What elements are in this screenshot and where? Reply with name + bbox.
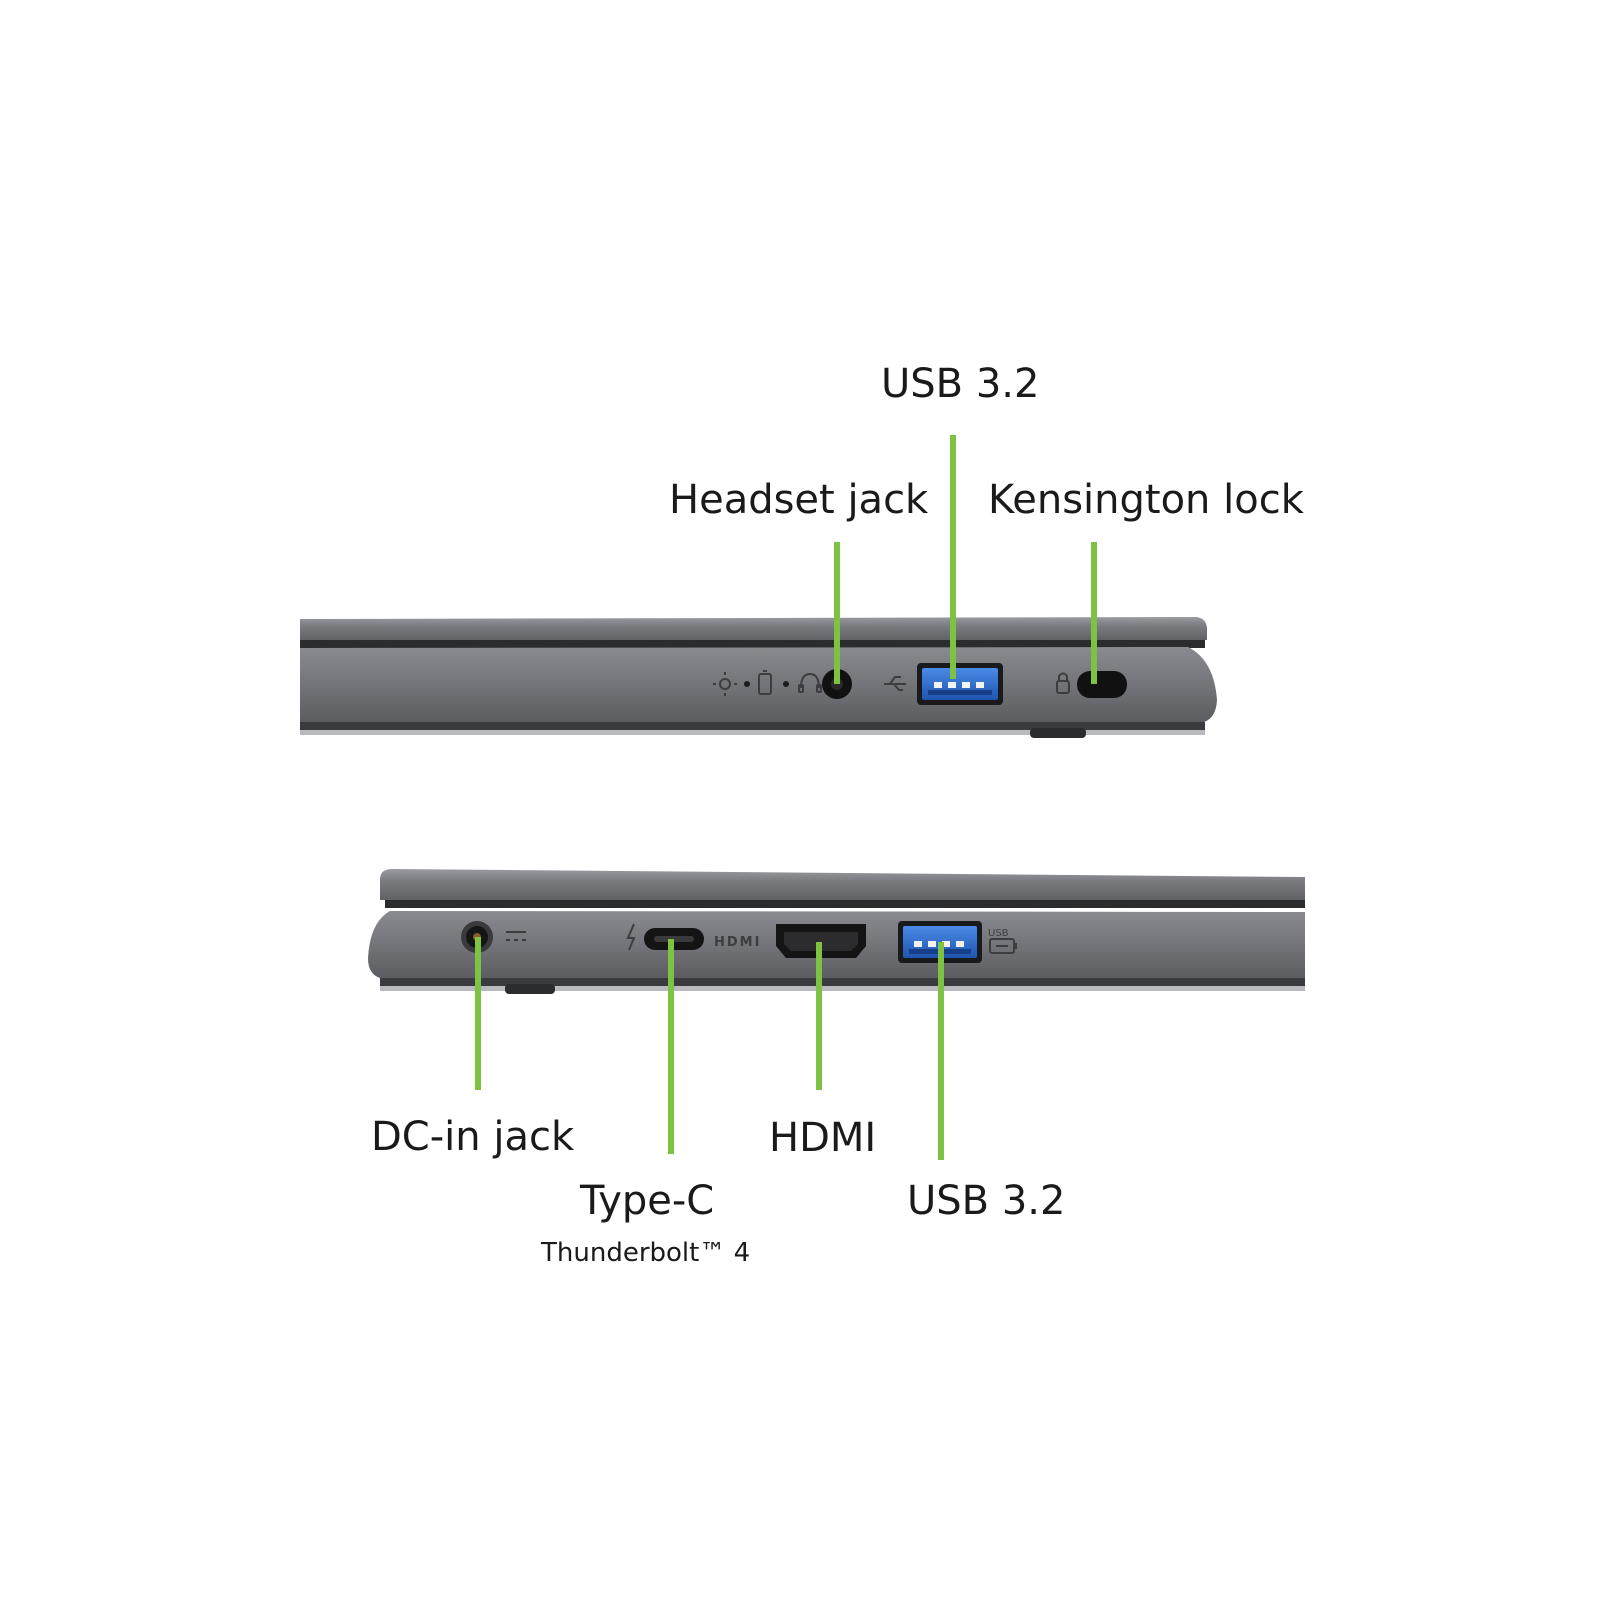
leader-hdmi (816, 942, 822, 1090)
leader-kensington-lock (1091, 542, 1097, 684)
usb-charging-icon: USB (988, 928, 1017, 954)
callout-usb-left: USB 3.2 (907, 1178, 1066, 1224)
leader-dc-in-jack (475, 937, 481, 1090)
hdmi-marking: HDMI (714, 935, 761, 950)
thunderbolt-icon (626, 923, 636, 951)
kensington-lock-slot (1077, 671, 1127, 698)
rubber-foot (1030, 728, 1086, 738)
battery-indicator-icon (758, 670, 772, 695)
callout-dc-in-jack: DC-in jack (371, 1114, 575, 1160)
callout-hdmi: HDMI (769, 1115, 877, 1161)
lid (380, 869, 1305, 902)
dc-power-icon (506, 931, 526, 941)
callout-type-c-subtitle: Thunderbolt™ 4 (541, 1238, 751, 1268)
lid-seam (385, 900, 1305, 908)
leader-type-c (668, 939, 674, 1154)
power-led (744, 681, 750, 687)
battery-led (783, 681, 789, 687)
callout-headset-jack: Headset jack (669, 477, 929, 523)
callout-usb-right: USB 3.2 (881, 361, 1040, 407)
usb-icon (884, 676, 906, 691)
leader-usb-right (950, 435, 956, 679)
lock-icon (1056, 672, 1070, 694)
svg-text:USB: USB (988, 928, 1009, 939)
leader-headset-jack (834, 542, 840, 684)
leader-usb-left (938, 942, 944, 1160)
headset-icon (798, 672, 822, 693)
power-indicator-icon (713, 672, 737, 696)
rubber-foot (505, 984, 555, 994)
laptop-right-side-view (300, 617, 1217, 738)
base-bottom-edge (380, 986, 1305, 991)
laptop-left-side-view: HDMI USB (368, 869, 1305, 994)
lid (300, 617, 1207, 642)
callout-kensington-lock: Kensington lock (988, 477, 1304, 523)
callout-type-c: Type-C (580, 1178, 715, 1224)
lid-seam (300, 640, 1205, 648)
base-bottom-edge (300, 730, 1205, 735)
base-bottom-shadow (300, 722, 1205, 730)
base-bottom-shadow (380, 978, 1305, 986)
